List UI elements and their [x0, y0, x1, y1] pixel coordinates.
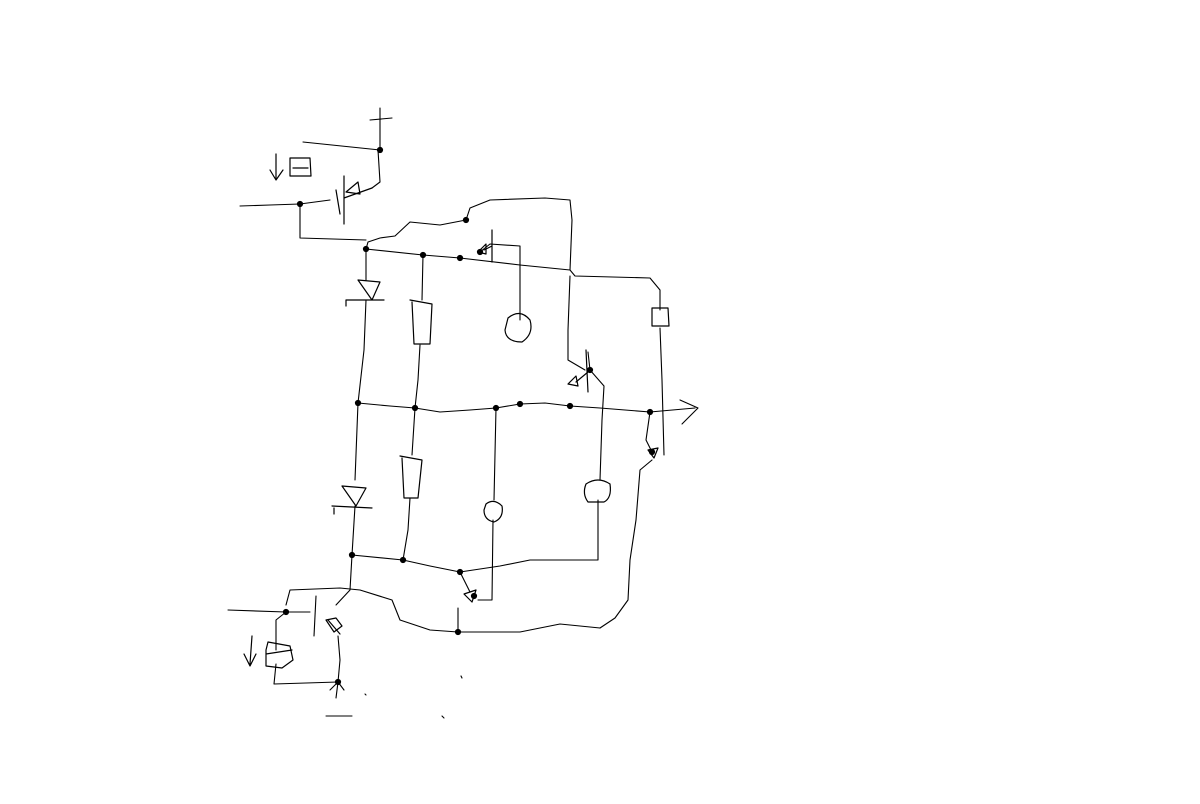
junction-dot-20	[476, 248, 484, 256]
junction-dot-8	[411, 404, 419, 412]
junction-dot-18	[334, 678, 342, 686]
junction-dot-19	[586, 366, 594, 374]
wire-7	[365, 219, 467, 250]
junction-dot-7	[354, 399, 362, 407]
junction-dot-6	[462, 216, 470, 224]
capacitor-1	[504, 312, 532, 343]
wire-36	[335, 554, 353, 606]
wire-38	[273, 663, 339, 685]
wire-12	[479, 243, 521, 321]
wire-44	[364, 693, 367, 696]
transistor-1	[335, 175, 373, 225]
resistor-2	[409, 299, 433, 345]
capacitor-3	[583, 479, 611, 503]
wire-22	[659, 327, 665, 456]
junction-dot-21	[648, 448, 656, 456]
junction-dot-22	[470, 592, 478, 600]
wire-3	[371, 149, 381, 189]
ground-icon	[269, 153, 284, 181]
capacitor-4	[265, 641, 294, 669]
transistor-2	[483, 229, 493, 263]
wire-23	[645, 411, 653, 453]
wire-11	[567, 275, 586, 371]
component-layer	[243, 153, 670, 669]
junction-dot-15	[456, 568, 464, 576]
wire-15	[351, 505, 356, 556]
wire-30	[351, 554, 461, 573]
junction-dot-17	[282, 608, 290, 616]
wire-19	[357, 402, 571, 413]
wire-45	[441, 715, 445, 719]
wire-43	[460, 675, 463, 679]
wire-4	[239, 199, 331, 207]
wire-26	[589, 369, 605, 481]
wire-5	[299, 203, 367, 241]
junction-dot-2	[296, 200, 304, 208]
ground-icon	[243, 635, 257, 667]
wire-8	[365, 248, 461, 259]
wire-layer	[227, 107, 699, 719]
junction-dot-13	[348, 551, 356, 559]
wire-21	[679, 399, 699, 425]
wire-16	[421, 254, 424, 301]
junction-dot-12	[646, 408, 654, 416]
junction-dot-4	[419, 251, 427, 259]
wire-34	[285, 587, 459, 633]
junction-layer	[282, 146, 656, 686]
junction-dot-9	[492, 404, 500, 412]
junction-dot-14	[399, 556, 407, 564]
wire-33	[457, 623, 601, 633]
wire-14	[354, 299, 367, 481]
diode-3	[345, 181, 361, 195]
resistor-3	[399, 455, 423, 499]
diode-2	[331, 485, 373, 515]
wire-27	[459, 499, 599, 573]
junction-dot-5	[456, 254, 464, 262]
junction-dot-11	[566, 402, 574, 410]
junction-dot-16	[454, 628, 462, 636]
junction-dot-3	[362, 245, 370, 253]
wire-10	[465, 197, 573, 271]
wire-2	[369, 117, 393, 121]
wire-6	[302, 141, 381, 151]
resistor-4	[651, 307, 670, 327]
wire-24	[599, 459, 653, 629]
wire-37	[275, 611, 287, 651]
transistor-3	[575, 349, 589, 393]
wire-31	[459, 571, 471, 593]
wire-39	[335, 635, 341, 699]
wire-17	[411, 344, 421, 456]
wire-35	[227, 609, 311, 613]
junction-dot-1	[376, 146, 384, 154]
capacitor-2	[483, 500, 503, 523]
wire-28	[493, 407, 497, 501]
wire-9	[459, 257, 661, 311]
wire-29	[477, 519, 494, 601]
wire-20	[569, 405, 696, 413]
transistor-4	[325, 617, 343, 635]
resistor-1	[289, 157, 312, 177]
diode-1	[345, 279, 385, 307]
junction-dot-10	[516, 400, 524, 408]
wire-18	[402, 497, 411, 561]
wire-41	[313, 595, 317, 637]
